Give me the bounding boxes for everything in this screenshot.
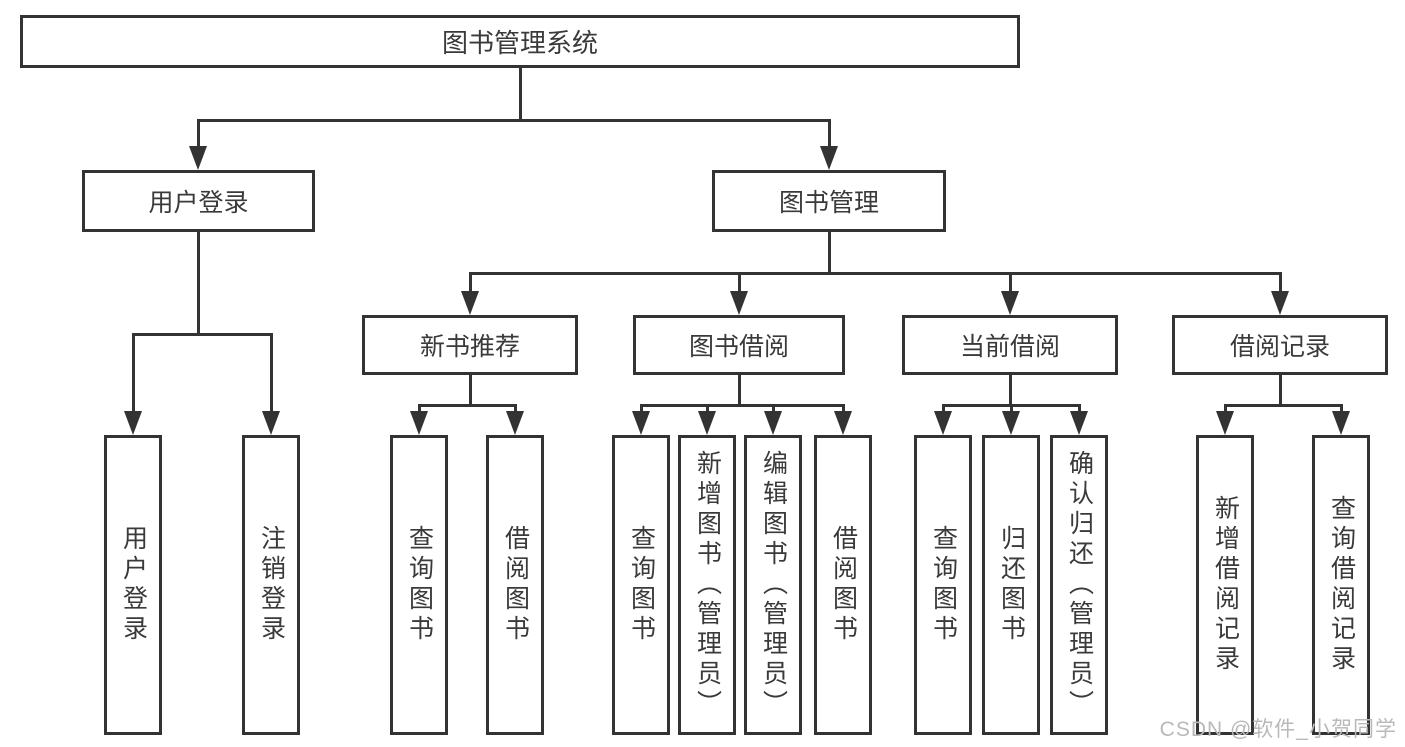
leaf-edit-book-admin: 编辑图书（管理员） [744, 435, 802, 735]
connector-vline [519, 68, 522, 122]
leaf-label: 新增借阅记录 [1211, 495, 1240, 675]
connector-vline [942, 404, 945, 414]
leaf-label: 归还图书 [997, 525, 1026, 645]
node-label: 当前借阅 [959, 333, 1060, 361]
connector-vline [640, 404, 643, 414]
connector-vline [828, 232, 831, 275]
connector-hline [197, 119, 831, 122]
leaf-logout: 注销登录 [242, 435, 300, 735]
connector-vline [828, 119, 831, 147]
connector-vline [738, 375, 741, 407]
node-label: 图书管理系统 [441, 28, 598, 58]
leaf-query-books-borrow: 查询图书 [612, 435, 670, 735]
leaf-label: 查询图书 [627, 525, 656, 645]
arrow-down-icon [764, 411, 782, 435]
node-label: 图书借阅 [688, 333, 789, 361]
leaf-confirm-return-admin: 确认归还（管理员） [1050, 435, 1108, 735]
node-label: 借阅记录 [1229, 333, 1330, 361]
connector-hline [469, 272, 1282, 275]
arrow-down-icon [698, 411, 716, 435]
leaf-label: 注销登录 [257, 525, 286, 645]
connector-vline [1279, 272, 1282, 294]
arrow-down-icon [834, 411, 852, 435]
node-system-root: 图书管理系统 [20, 15, 1020, 68]
connector-vline [418, 404, 421, 414]
arrow-down-icon [1271, 291, 1289, 315]
leaf-query-books-current: 查询图书 [914, 435, 972, 735]
arrow-down-icon [189, 146, 207, 170]
leaf-label: 确认归还（管理员） [1065, 450, 1094, 720]
arrow-down-icon [506, 411, 524, 435]
node-label: 用户登录 [148, 189, 249, 217]
connector-hline [132, 333, 273, 336]
node-new-book-recommend: 新书推荐 [362, 315, 578, 375]
leaf-query-borrow-record: 查询借阅记录 [1312, 435, 1370, 735]
leaf-add-book-admin: 新增图书（管理员） [678, 435, 736, 735]
connector-vline [1279, 375, 1282, 407]
connector-vline [469, 375, 472, 407]
node-label: 新书推荐 [419, 333, 520, 361]
connector-vline [772, 404, 775, 414]
connector-vline [738, 272, 741, 294]
leaf-query-books-recommend: 查询图书 [390, 435, 448, 735]
node-label: 图书管理 [778, 189, 879, 217]
connector-hline [418, 404, 517, 407]
connector-vline [270, 333, 273, 413]
arrow-down-icon [730, 291, 748, 315]
node-book-management: 图书管理 [712, 170, 946, 232]
arrow-down-icon [461, 291, 479, 315]
arrow-down-icon [934, 411, 952, 435]
arrow-down-icon [1002, 411, 1020, 435]
connector-vline [469, 272, 472, 294]
connector-vline [1010, 404, 1013, 414]
arrow-down-icon [124, 411, 142, 435]
connector-vline [1009, 375, 1012, 407]
leaf-label: 编辑图书（管理员） [759, 450, 788, 720]
leaf-label: 查询图书 [929, 525, 958, 645]
arrow-down-icon [410, 411, 428, 435]
node-user-login: 用户登录 [82, 170, 315, 232]
node-borrow-records: 借阅记录 [1172, 315, 1388, 375]
arrow-down-icon [632, 411, 650, 435]
connector-vline [1340, 404, 1343, 414]
connector-vline [842, 404, 845, 414]
leaf-label: 用户登录 [119, 525, 148, 645]
arrow-down-icon [820, 146, 838, 170]
leaf-add-borrow-record: 新增借阅记录 [1196, 435, 1254, 735]
arrow-down-icon [1332, 411, 1350, 435]
leaf-borrow-books: 借阅图书 [814, 435, 872, 735]
leaf-borrow-books-recommend: 借阅图书 [486, 435, 544, 735]
node-book-borrow: 图书借阅 [633, 315, 845, 375]
connector-vline [132, 333, 135, 413]
leaf-user-login: 用户登录 [104, 435, 162, 735]
connector-hline [1224, 404, 1342, 407]
connector-vline [706, 404, 709, 414]
connector-vline [197, 119, 200, 147]
connector-vline [1009, 272, 1012, 294]
leaf-return-book: 归还图书 [982, 435, 1040, 735]
connector-vline [1224, 404, 1227, 414]
leaf-label: 新增图书（管理员） [693, 450, 722, 720]
node-current-borrow: 当前借阅 [902, 315, 1118, 375]
arrow-down-icon [1070, 411, 1088, 435]
csdn-watermark: CSDN @软件_小贺同学 [1159, 718, 1397, 741]
arrow-down-icon [1216, 411, 1234, 435]
connector-hline [640, 404, 844, 407]
arrow-down-icon [1001, 291, 1019, 315]
connector-vline [514, 404, 517, 414]
leaf-label: 查询借阅记录 [1327, 495, 1356, 675]
leaf-label: 查询图书 [405, 525, 434, 645]
connector-vline [197, 232, 200, 336]
connector-vline [1078, 404, 1081, 414]
leaf-label: 借阅图书 [501, 525, 530, 645]
leaf-label: 借阅图书 [829, 525, 858, 645]
arrow-down-icon [262, 411, 280, 435]
